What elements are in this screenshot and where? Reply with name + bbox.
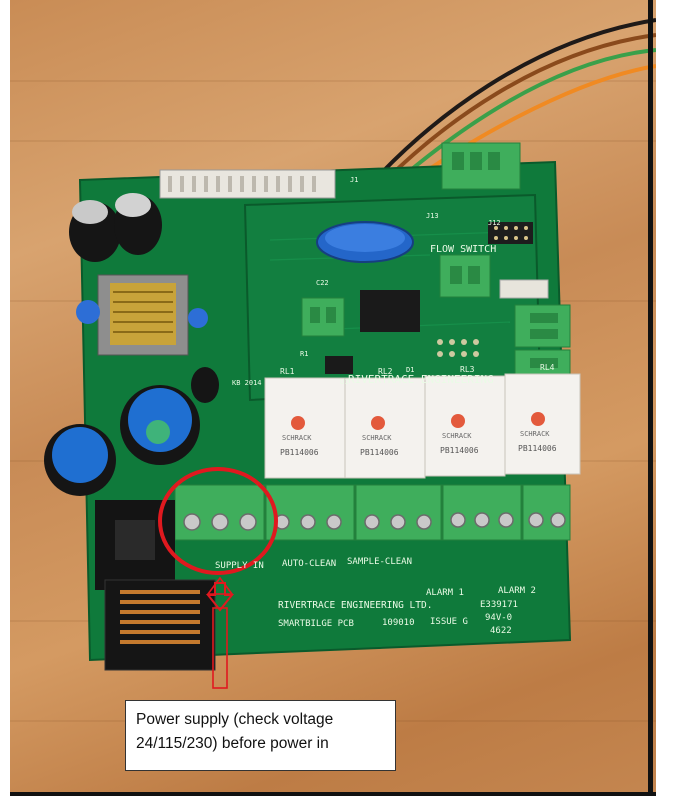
label-auto-clean: AUTO-CLEAN (282, 559, 336, 569)
label-rl4: RL4 (540, 363, 555, 372)
relay-brand-4: SCHRACK (520, 430, 550, 438)
callout-line-2: 24/115/230) before power in (136, 735, 329, 752)
relay-brand-2: SCHRACK (362, 434, 392, 442)
relay-part-2: PB114006 (360, 448, 399, 457)
supply-highlight-circle (158, 467, 278, 575)
label-alarm-2: ALARM 2 (498, 586, 536, 596)
label-company-bottom: RIVERTRACE ENGINEERING LTD. (278, 600, 432, 611)
label-j13: J13 (426, 212, 439, 220)
label-rl3: RL3 (460, 365, 475, 374)
label-d1: D1 (406, 366, 414, 374)
pcb-illustration: FLOW SWITCH RIVERTRACE ENGINEERING RL1 R… (44, 18, 656, 689)
label-issue: ISSUE G (430, 617, 468, 627)
label-date-code: 4622 (490, 626, 512, 636)
callout-line-1: Power supply (check voltage (136, 711, 334, 728)
callout-box: Power supply (check voltage 24/115/230) … (125, 700, 396, 771)
pcb-photo: FLOW SWITCH RIVERTRACE ENGINEERING RL1 R… (10, 0, 656, 796)
label-company-top: RIVERTRACE ENGINEERING (348, 373, 494, 386)
label-supply-in: SUPPLY IN (215, 561, 264, 571)
label-pcb-number: 109010 (382, 618, 415, 628)
relay-brand-1: SCHRACK (282, 434, 312, 442)
relay-part-3: PB114006 (440, 446, 479, 455)
label-rl1: RL1 (280, 367, 295, 376)
relays (264, 373, 581, 479)
label-u1: U1 (340, 378, 348, 386)
label-flow-switch: FLOW SWITCH (430, 244, 496, 255)
label-rl2: RL2 (378, 367, 393, 376)
photo-bottom-border (10, 792, 656, 796)
relay-part-4: PB114006 (518, 444, 557, 453)
label-pcb-name: SMARTBILGE PCB (278, 619, 354, 629)
label-r1: R1 (300, 350, 308, 358)
label-kb: KB 2014 (232, 379, 262, 387)
relay-part-1: PB114006 (280, 448, 319, 457)
relay-brand-3: SCHRACK (442, 432, 472, 440)
label-rating: 94V-0 (485, 613, 512, 623)
label-cert: E339171 (480, 600, 518, 610)
label-j12: J12 (488, 219, 501, 227)
photo-right-border (648, 0, 653, 796)
label-sample-clean: SAMPLE-CLEAN (347, 557, 412, 567)
label-c22: C22 (316, 279, 329, 287)
label-alarm-1: ALARM 1 (426, 588, 464, 598)
label-j1: J1 (350, 176, 358, 184)
